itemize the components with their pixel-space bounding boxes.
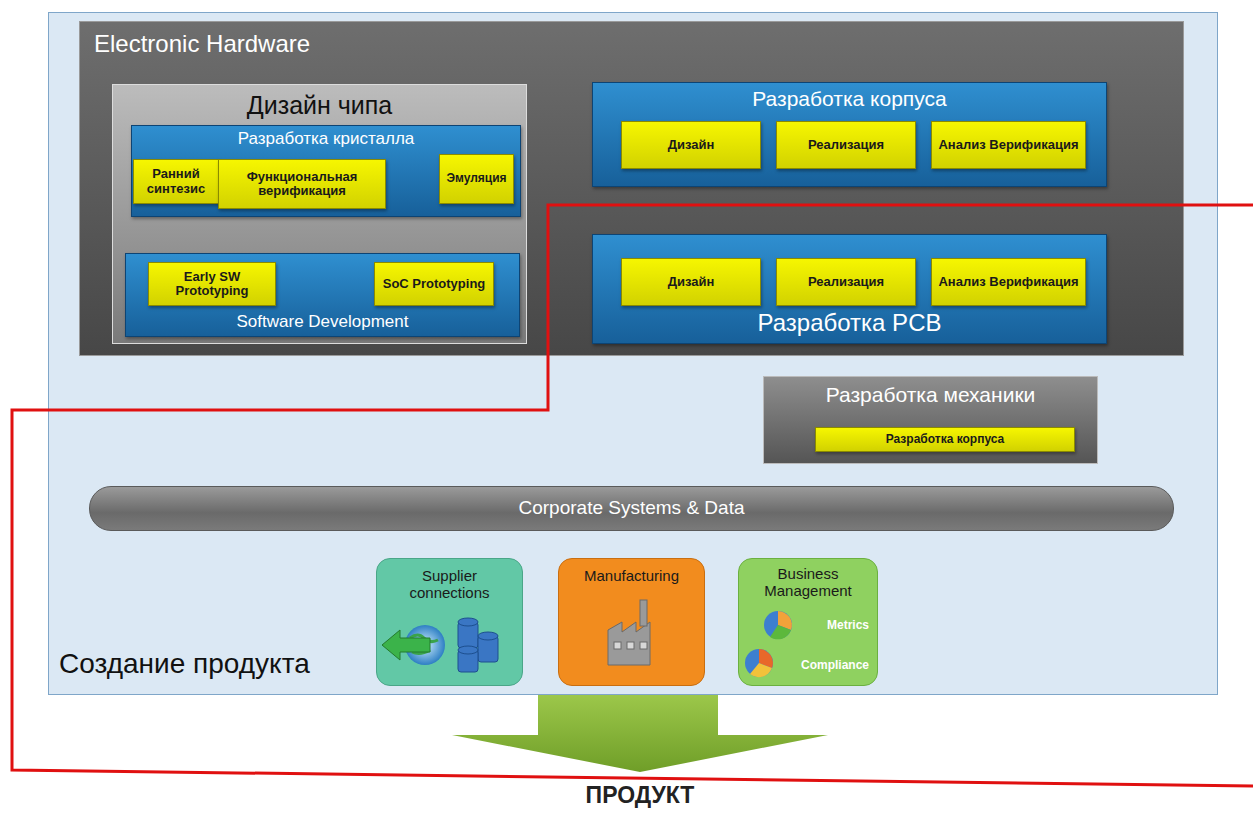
result-label: ПРОДУКТ [520, 782, 760, 809]
node-title: Дизайн чипа [113, 91, 526, 120]
hardware-panel: Electronic HardwareДизайн чипаРазработка… [79, 21, 1184, 356]
supplier-icon [382, 618, 498, 672]
node-title: Supplier connections [377, 567, 522, 602]
step-box: Функциональная верификация [218, 159, 386, 209]
node-label: Эмуляция [446, 172, 506, 185]
step-box: Реализация [776, 121, 916, 169]
node-title: Разработка PCB [593, 309, 1106, 337]
step-box: Разработка корпуса [815, 427, 1075, 452]
mechanics-panel: Разработка механикиРазработка корпуса [763, 376, 1098, 464]
scope-line [12, 205, 1253, 786]
node-label: SoC Prototyping [383, 277, 486, 291]
node-title: Создание продукта [59, 648, 310, 680]
node-label: Реализация [808, 138, 884, 152]
node-title: Разработка корпуса [593, 87, 1106, 111]
node-title: Разработка механики [764, 383, 1097, 407]
node-label: Corporate Systems & Data [519, 498, 745, 519]
node-label: Ранний синтезис [134, 167, 218, 196]
node-title: Electronic Hardware [94, 30, 310, 58]
step-box: Ранний синтезис [133, 159, 219, 204]
product-panel: Создание продукта Electronic HardwareДиза… [48, 12, 1218, 695]
process-box: Разработка кристаллаРанний синтезисФункц… [131, 125, 521, 217]
step-box: Анализ Верификация [931, 121, 1086, 169]
node-label: Анализ Верификация [938, 138, 1078, 152]
node-title: Manufacturing [559, 567, 704, 584]
metric-label: Metrics [827, 619, 869, 633]
system-box: Supplier connections [376, 558, 523, 686]
node-label: Early SW Prototyping [149, 270, 275, 299]
step-box: Анализ Верификация [931, 258, 1086, 306]
node-title: Software Development [126, 312, 519, 332]
node-label: Разработка корпуса [886, 433, 1005, 446]
process-box: Разработка корпусаДизайн Реализация Анализ… [592, 82, 1107, 187]
step-box: Реализация [776, 258, 916, 306]
data-bus: Corporate Systems & Data [89, 486, 1174, 531]
node-label: Анализ Верификация [938, 275, 1078, 289]
step-box: Early SW Prototyping [148, 262, 276, 306]
process-box: Software Development Early SW Prototyping… [125, 253, 520, 337]
step-box: Эмуляция [439, 154, 514, 204]
product-arrow [452, 695, 828, 772]
node-label: Функциональная верификация [219, 170, 385, 199]
pie-icon [745, 611, 792, 677]
node-label: Дизайн [668, 138, 715, 152]
system-box: Manufacturing [558, 558, 705, 686]
step-box: Дизайн [621, 121, 761, 169]
node-label: Реализация [808, 275, 884, 289]
node-title: Business Management [739, 565, 877, 600]
process-box: Разработка PCB Дизайн Реализация Анализ Вер… [592, 234, 1107, 344]
step-box: SoC Prototyping [374, 262, 494, 306]
step-box: Дизайн [621, 258, 761, 306]
node-label: Дизайн [668, 275, 715, 289]
metric-label: Compliance [801, 659, 869, 673]
chip-panel: Дизайн чипаРазработка кристаллаРанний си… [112, 84, 527, 344]
node-title: Разработка кристалла [132, 129, 520, 149]
factory-icon [608, 600, 650, 665]
